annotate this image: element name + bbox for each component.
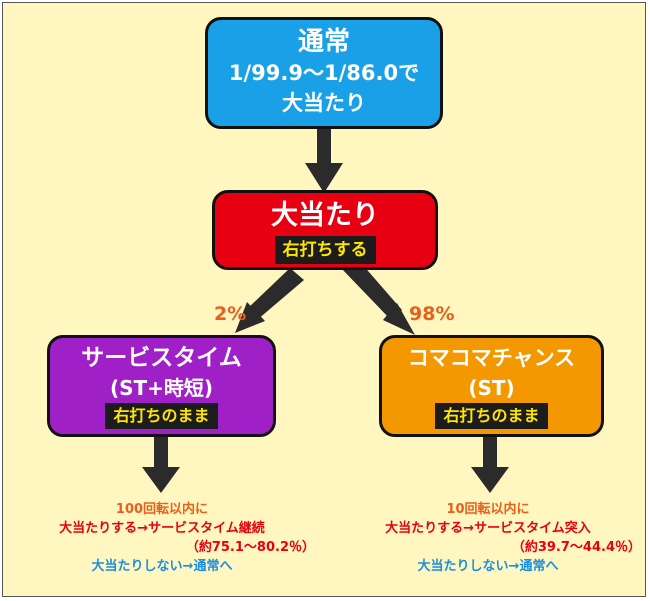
arrow-chance-down xyxy=(471,435,509,493)
service-note-spins: 100回転以内に xyxy=(115,502,209,517)
arrows-layer xyxy=(142,129,509,493)
arrow-jackpot-to-chance xyxy=(341,256,415,335)
service-time-box: サービスタイム (ST+時短) 右打ちのまま xyxy=(47,335,276,437)
jackpot-box: 大当たり 右打ちする xyxy=(212,190,438,270)
branch-left-percent: 2% xyxy=(214,303,247,325)
normal-title: 通常 xyxy=(297,27,350,57)
chance-tag: 右打ちのまま xyxy=(435,403,548,429)
chance-note: 10回転以内に 大当たりする→サービスタイム突入 （約39.7～44.4％） 大… xyxy=(331,500,645,576)
service-note: 100回転以内に 大当たりする→サービスタイム継続 （約75.1～80.2％） … xyxy=(3,500,321,576)
chance-note-hit: 大当たりする→サービスタイム突入 xyxy=(385,521,591,536)
service-tag: 右打ちのまま xyxy=(105,403,218,429)
chance-note-miss: 大当たりしない→通常へ xyxy=(417,559,559,574)
komakoma-chance-box: コマコマチャンス (ST) 右打ちのまま xyxy=(379,335,604,437)
chance-note-rate: （約39.7～44.4％） xyxy=(511,540,641,555)
chance-title: コマコマチャンス xyxy=(407,346,576,370)
service-note-hit: 大当たりする→サービスタイム継続 xyxy=(59,521,265,536)
arrow-jackpot-to-service xyxy=(235,268,304,333)
chance-note-spins: 10回転以内に xyxy=(446,502,530,517)
chance-subtitle: (ST) xyxy=(468,376,515,400)
normal-state-box: 通常 1/99.9～1/86.0で 大当たり xyxy=(205,17,443,129)
jackpot-tag: 右打ちする xyxy=(274,236,376,264)
service-note-miss: 大当たりしない→通常へ xyxy=(91,559,233,574)
service-note-rate: （約75.1～80.2％） xyxy=(185,540,315,555)
branch-right-percent: 98% xyxy=(409,303,455,325)
normal-result: 大当たり xyxy=(282,91,366,115)
service-title: サービスタイム xyxy=(81,345,242,371)
service-subtitle: (ST+時短) xyxy=(109,376,214,400)
jackpot-title: 大当たり xyxy=(271,200,379,231)
arrow-normal-to-jackpot xyxy=(305,129,343,193)
arrow-service-down xyxy=(142,435,180,493)
normal-probability: 1/99.9～1/86.0で xyxy=(228,61,420,85)
